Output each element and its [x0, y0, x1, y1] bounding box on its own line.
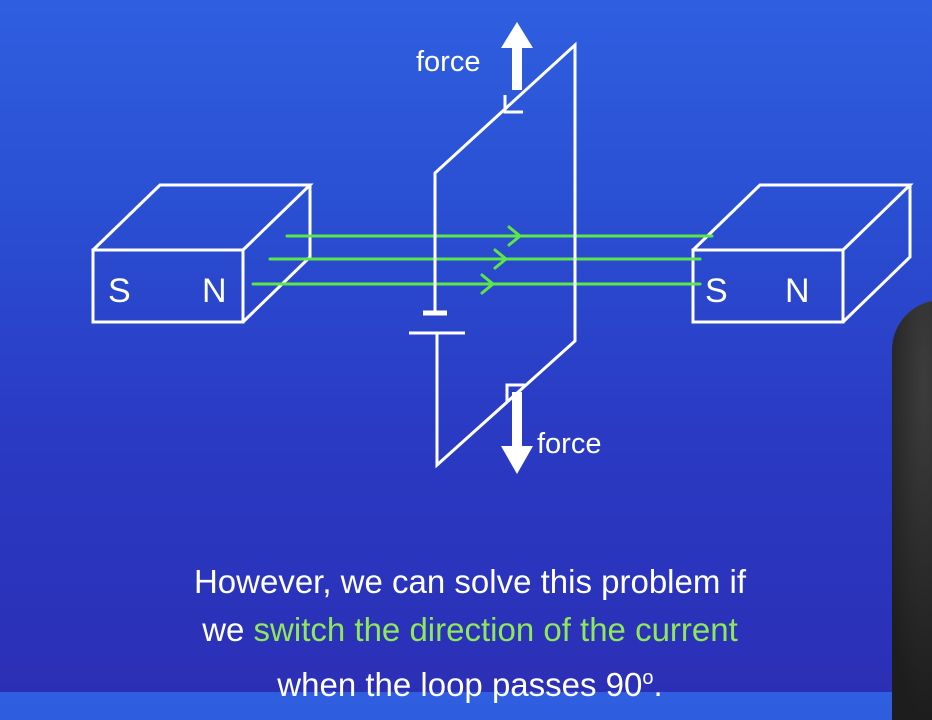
caption-highlight: switch the direction of the current — [253, 611, 738, 648]
field-arrow-3 — [480, 273, 496, 295]
force-arrow-up — [501, 22, 533, 90]
field-lines — [251, 225, 714, 295]
caption-line-3: when the loop passes 90o. — [80, 654, 860, 709]
left-magnet — [91, 183, 314, 324]
force-label-bottom: force — [537, 428, 601, 460]
field-arrow-2 — [493, 248, 509, 270]
motor-diagram: S N S N force force — [91, 22, 914, 474]
cell-symbol — [409, 310, 465, 335]
caption-line-2: we switch the direction of the current — [80, 606, 860, 654]
presenter-silhouette — [892, 300, 932, 720]
force-arrow-down — [501, 392, 533, 474]
current-arrow-top — [503, 95, 523, 114]
caption: However, we can solve this problem if we… — [80, 558, 860, 709]
wire-loop — [433, 41, 577, 469]
caption-line-2-start: we — [202, 611, 254, 648]
right-magnet-south-label: S — [705, 272, 728, 310]
caption-line-3-text: when the loop passes 90 — [277, 666, 643, 703]
caption-degree-sup: o — [642, 667, 654, 689]
right-magnet — [691, 183, 914, 324]
left-magnet-south-label: S — [108, 272, 131, 310]
caption-line-1: However, we can solve this problem if — [193, 563, 747, 600]
right-magnet-north-label: N — [785, 272, 810, 310]
current-arrows — [503, 95, 525, 402]
left-magnet-north-label: N — [202, 272, 227, 310]
field-arrow-1 — [507, 225, 523, 247]
force-label-top: force — [416, 46, 480, 78]
caption-line-3-end: . — [653, 666, 663, 703]
current-arrow-bottom — [505, 383, 525, 402]
